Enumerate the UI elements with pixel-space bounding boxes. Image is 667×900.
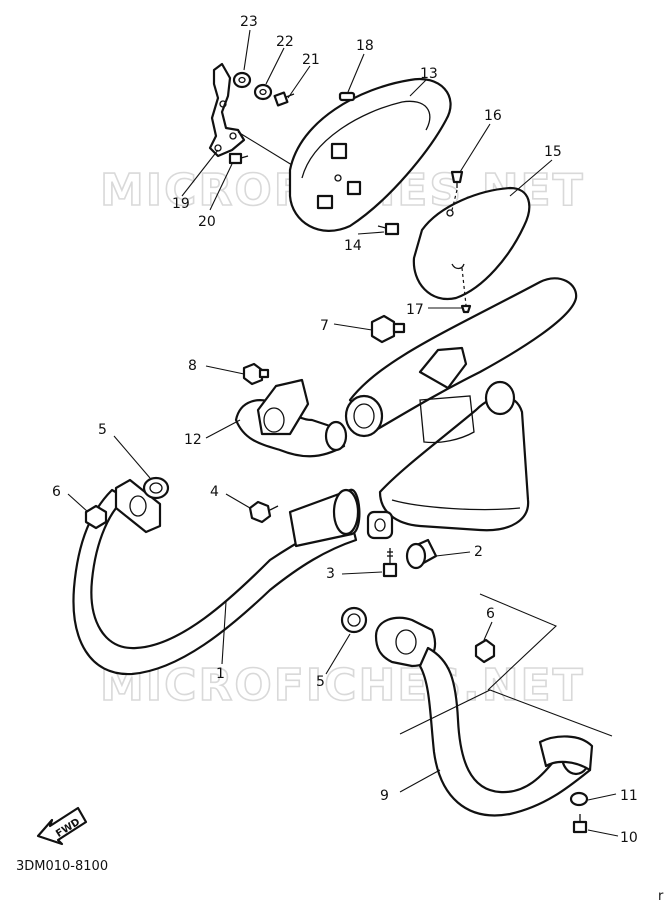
exhaust-pipe-part-9 [418,646,594,817]
callout-16: 16 [484,108,502,124]
corner-mark: r [658,889,664,900]
pipe-part-12 [234,378,348,458]
bracket-mount-line [237,131,293,166]
reference-line-lower [399,689,613,737]
callout-4: 4 [210,484,219,500]
collar-part-2 [405,538,438,570]
reference-line-upper [479,593,557,691]
bolt-part-7 [370,314,406,344]
callout-12: 12 [184,432,202,448]
leader-lines [67,29,619,837]
bolt-part-20 [228,152,249,165]
callout-23: 23 [240,14,258,30]
bracket-part-19 [208,62,246,158]
washer-part-22 [253,83,273,101]
callout-13: 13 [420,66,438,82]
callout-21: 21 [302,52,320,68]
bolt-part-21 [273,91,295,107]
callout-20: 20 [198,214,216,230]
callout-5-upper: 5 [98,422,107,438]
callout-6-lower: 6 [486,606,495,622]
callout-2: 2 [474,544,483,560]
callout-14: 14 [344,238,362,254]
callout-3: 3 [326,566,335,582]
callout-6-upper: 6 [52,484,61,500]
muffler-assembly [344,277,578,540]
bolt-part-4 [248,500,279,524]
nut-part-6-upper [84,504,108,530]
forward-arrow: FWD [36,806,88,846]
muffler-guard-part-13 [288,77,452,232]
exhaust-pipe-part-1 [72,488,361,676]
callout-9: 9 [380,788,389,804]
callout-11: 11 [620,788,638,804]
gasket-part-5-upper [142,476,170,500]
screw-part-17 [460,304,472,314]
callout-5-lower: 5 [316,674,325,690]
bolt-part-8 [242,362,270,386]
callout-8: 8 [188,358,197,374]
callout-17: 17 [406,302,424,318]
screw-part-16 [450,170,464,188]
callout-10: 10 [620,830,638,846]
drawing-code: 3DM010-8100 [16,859,108,874]
clip-part-18 [338,91,356,102]
callout-7: 7 [320,318,329,334]
washer-part-11 [569,791,589,807]
watermark-bottom: MICROFICHES.NET [100,660,585,711]
callout-1: 1 [216,666,225,682]
protector-part-15 [412,186,531,301]
callout-22: 22 [276,34,294,50]
bolt-part-14 [377,222,400,236]
bolt-part-3 [382,548,398,578]
callout-18: 18 [356,38,374,54]
nut-part-6-lower [474,638,496,664]
callout-19: 19 [172,196,190,212]
bolt-part-10 [572,814,588,834]
washer-part-23 [232,71,252,89]
callout-15: 15 [544,144,562,160]
callout-labels: 23 22 21 18 13 16 15 19 20 14 17 7 8 12 … [52,14,638,846]
flange-part-1-front [114,478,162,534]
gasket-part-5-lower [340,606,368,634]
